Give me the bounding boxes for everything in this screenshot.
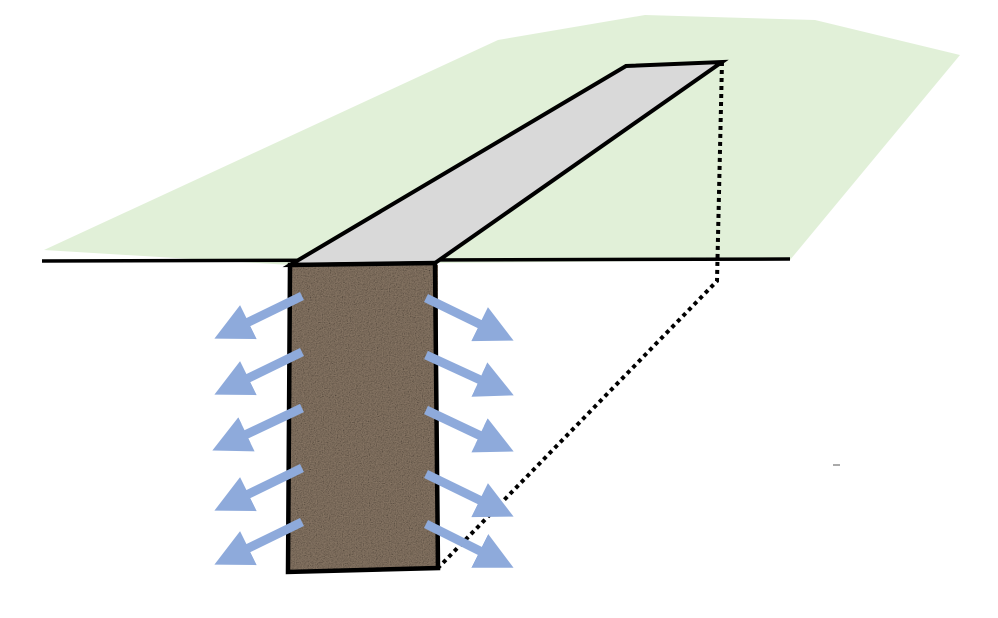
arrow-left-1 — [214, 291, 304, 340]
arrow-right-2 — [424, 350, 514, 397]
arrow-right-4 — [424, 469, 514, 518]
exfiltration-arrows-left — [212, 291, 304, 566]
arrow-right-1 — [424, 293, 514, 342]
arrow-left-2 — [214, 347, 304, 396]
arrow-right-5 — [423, 519, 514, 568]
gravel-fill — [290, 265, 438, 570]
arrow-left-5 — [214, 517, 304, 566]
dotted-hidden-edges — [436, 61, 724, 570]
arrow-left-4 — [214, 463, 304, 512]
exfiltration-arrows-right — [423, 293, 514, 568]
arrow-left-3 — [212, 403, 304, 452]
arrow-right-3 — [424, 405, 514, 453]
